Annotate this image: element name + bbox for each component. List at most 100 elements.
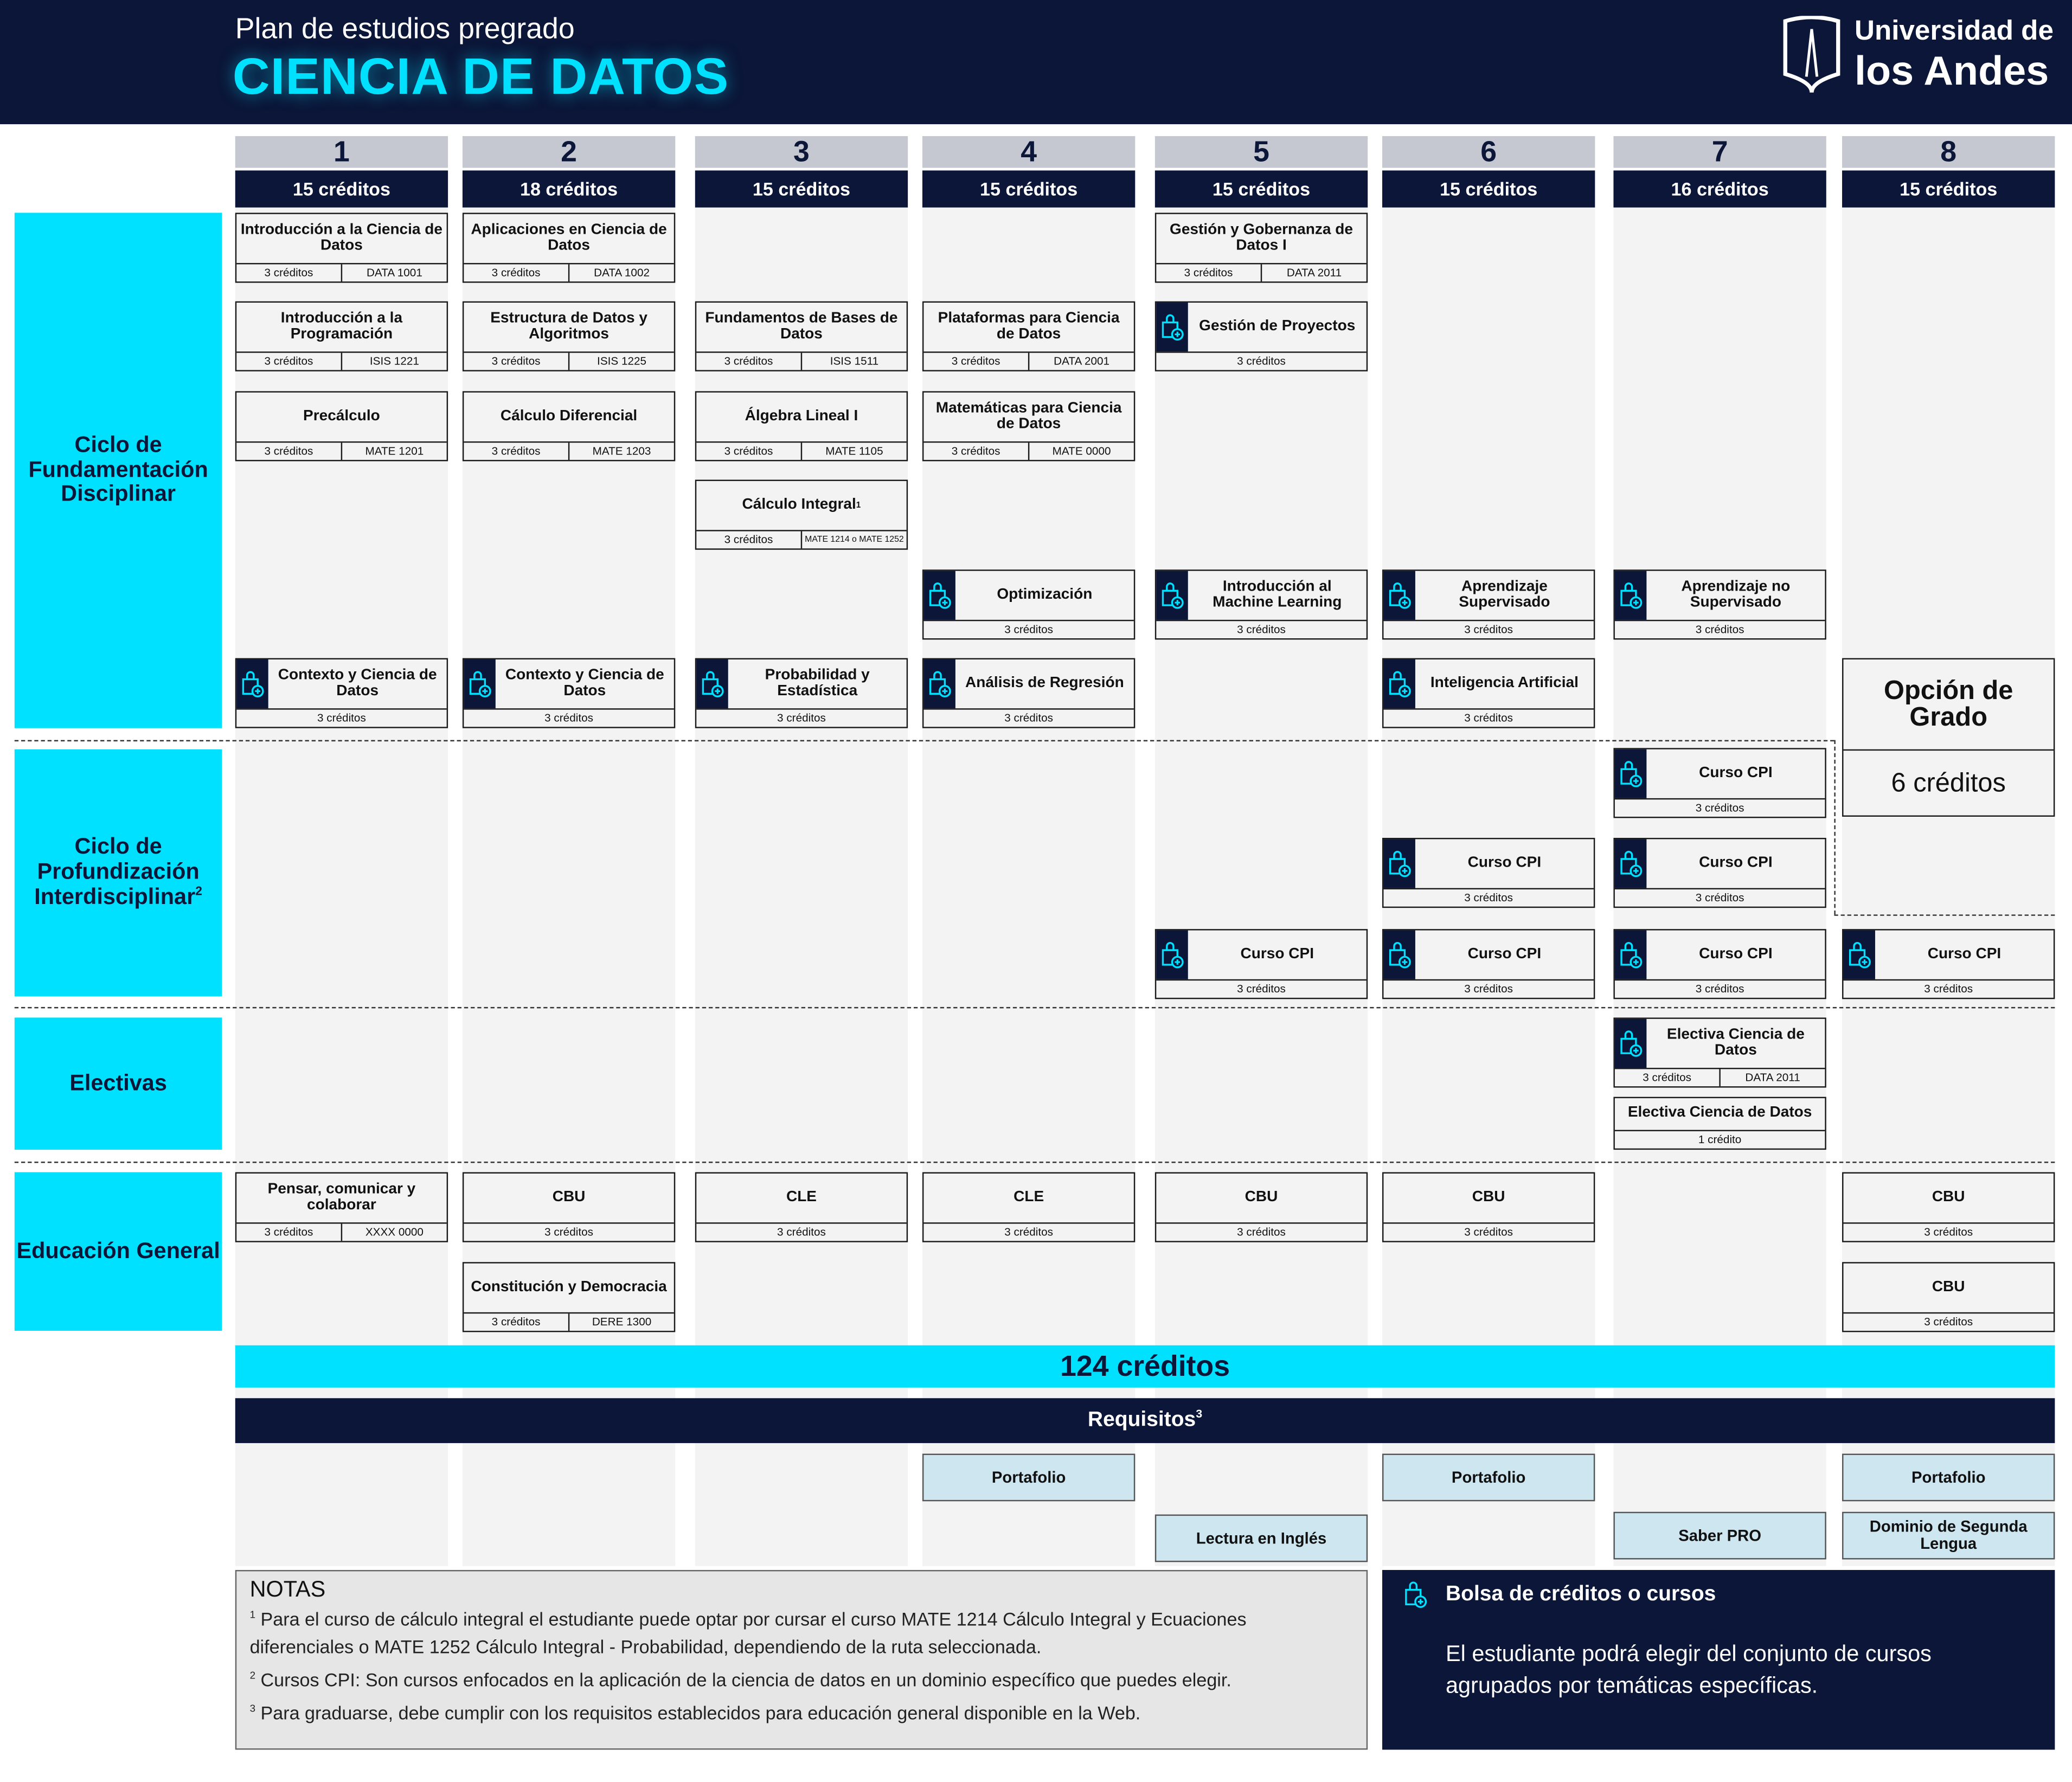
course-title-text: Curso CPI	[1240, 946, 1314, 962]
opcion-grado-card[interactable]: Opción de Grado 6 créditos	[1842, 658, 2055, 817]
course-credits: 3 créditos	[491, 354, 541, 368]
semester-credits: 15 créditos	[1154, 170, 1368, 208]
course-credits: 3 créditos	[544, 1225, 593, 1239]
row-label-text: Ciclo de Profundización Interdisciplinar…	[15, 835, 222, 910]
course-title-text: Constitución y Democracia	[471, 1279, 667, 1295]
course-credits: 3 créditos	[1237, 354, 1286, 368]
course-title-text: Cálculo Integral	[742, 496, 856, 512]
course-card[interactable]: Estructura de Datos y Algoritmos 3 crédit…	[462, 301, 676, 371]
course-code: DATA 2011	[1260, 264, 1367, 282]
logo-line-1: Universidad de	[1855, 16, 2054, 47]
total-credits-bar: 124 créditos	[235, 1345, 2055, 1388]
course-credits: 3 créditos	[1004, 1225, 1054, 1239]
course-title-text: Contexto y Ciencia de Datos	[278, 667, 437, 698]
course-title-text: Contexto y Ciencia de Datos	[505, 667, 664, 698]
course-title-text: Aprendizaje no Supervisado	[1681, 579, 1791, 610]
course-title: Contexto y Ciencia de Datos	[268, 659, 447, 708]
course-title: Probabilidad y Estadística	[728, 659, 907, 708]
course-credits: 3 créditos	[264, 444, 313, 458]
semester-credits: 15 créditos	[1842, 170, 2055, 208]
course-title: Álgebra Lineal I	[696, 393, 906, 441]
course-title: Matemáticas para Ciencia de Datos	[923, 393, 1133, 441]
course-card-footer: 3 créditos	[1383, 1224, 1593, 1241]
bag-plus-icon	[1156, 930, 1188, 979]
course-title-text: Gestión y Gobernanza de Datos I	[1170, 222, 1353, 253]
course-card-header: Matemáticas para Ciencia de Datos	[923, 393, 1134, 443]
semester-number: 4	[922, 136, 1136, 168]
course-title: Gestión de Proyectos	[1188, 303, 1367, 351]
course-card-header: Estructura de Datos y Algoritmos	[464, 303, 674, 353]
course-title-text: Matemáticas para Ciencia de Datos	[935, 400, 1122, 432]
course-card-footer: 3 créditos	[464, 1224, 673, 1241]
course-title-text: Curso CPI	[1467, 946, 1542, 962]
course-title: Optimización	[955, 571, 1134, 620]
course-credits: 3 créditos	[724, 533, 773, 546]
course-card-footer: 3 créditos	[1383, 621, 1593, 638]
course-card-header: Fundamentos de Bases de Datos	[696, 303, 907, 353]
course-code: DATA 1001	[341, 264, 447, 282]
bag-plus-icon	[1843, 930, 1875, 979]
course-title: Estructura de Datos y Algoritmos	[464, 303, 673, 351]
course-card-footer: 3 créditos	[1383, 889, 1593, 907]
semester-credits: 15 créditos	[922, 170, 1136, 208]
course-title: Fundamentos de Bases de Datos	[696, 303, 906, 351]
course-code: ISIS 1511	[800, 352, 907, 370]
requisitos-label: Requisitos	[1087, 1408, 1196, 1432]
course-card-footer: 3 créditos	[1156, 353, 1366, 370]
page-subtitle: Plan de estudios pregrado	[235, 11, 575, 45]
bolsa-text: El estudiante podrá elegir del conjunto …	[1445, 1641, 1932, 1698]
course-card-header: Plataformas para Ciencia de Datos	[923, 303, 1134, 353]
course-credits: 3 créditos	[1237, 1225, 1286, 1239]
course-title-text: Curso CPI	[1699, 765, 1773, 781]
course-title-text: Electiva Ciencia de Datos	[1627, 1105, 1812, 1121]
note-2: 2 Cursos CPI: Son cursos enfocados en la…	[250, 1666, 1353, 1694]
course-credits: 3 créditos	[724, 444, 773, 458]
course-card-header: Curso CPI	[1614, 839, 1825, 890]
course-card-header: CBU	[464, 1174, 674, 1224]
course-card[interactable]: Gestión de Proyectos 3 créditos	[1154, 301, 1368, 371]
semester-number: 2	[462, 136, 676, 168]
course-code: DATA 2001	[1028, 352, 1134, 370]
